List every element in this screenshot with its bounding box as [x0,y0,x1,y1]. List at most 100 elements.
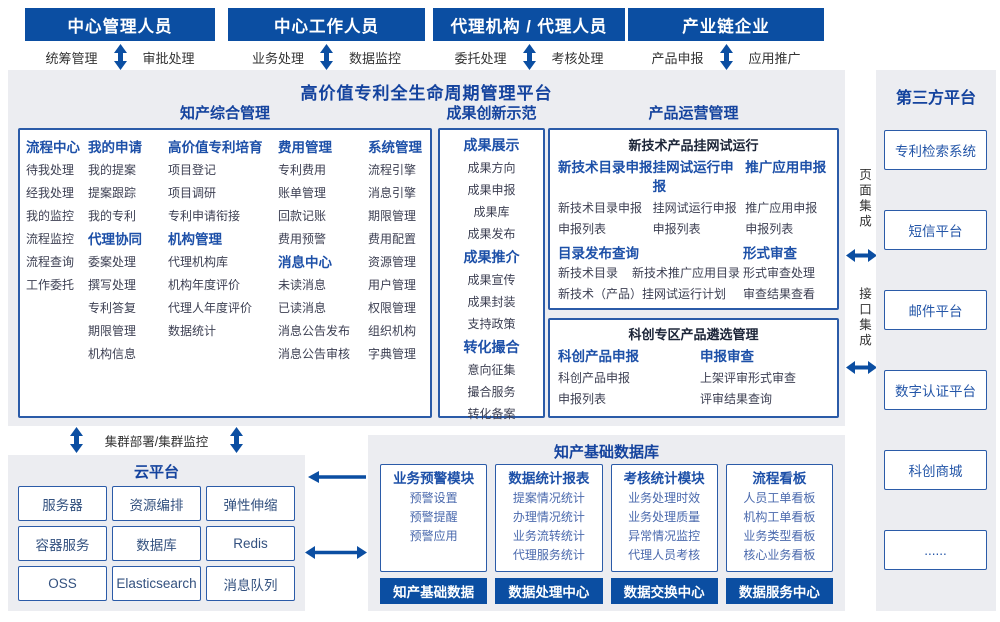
db-module-item: 预警设置 [409,491,458,505]
actor-role-label: 统筹管理 [45,50,98,66]
db-module-item: 核心业务看板 [743,548,816,562]
subsection-title: 科创专区产品遴选管理 [628,327,759,342]
db-module-item: 业务处理时效 [628,491,701,505]
menu-entry: 上架评审形式审查 [700,371,797,385]
db-module-item: 预警提醒 [409,510,458,524]
menu-entry: 成果方向 [467,161,516,175]
actor-role-label: 审批处理 [142,50,195,66]
menu-group-header: 成果推介 [463,249,520,265]
section-achievement-demo: 成果创新示范 成果展示成果方向成果申报成果库成果发布成果推介成果宣传成果封装支持… [438,102,545,421]
menu-entry: 代理人年度评价 [168,301,253,315]
section-ip-management: 知产综合管理 流程中心待我处理经我处理我的监控流程监控流程查询工作委托 我的申请… [18,102,432,418]
api-integration-label: 接口集成 [857,287,871,349]
menu-entry: 申报列表 [558,392,607,406]
menu-entry: 新技术（产品）挂网试运行计划 [558,287,727,301]
section-product-operation: 产品运营管理 新技术产品挂网试运行 新技术目录申报 新技术目录申报申报列表 挂网… [548,102,839,418]
vertical-double-arrow-icon [113,44,127,70]
cluster-label: 集群部署/集群监控 [104,434,209,449]
menu-entry: 流程查询 [26,255,75,269]
menu-entry: 数据统计 [168,324,217,338]
menu-entry: 成果发布 [467,227,516,241]
menu-group: 推广应用申报 推广应用申报申报列表 [745,158,829,240]
menu-group-header: 挂网试运行申报 [652,160,734,194]
db-module-item: 预警应用 [409,529,458,543]
db-module-item: 业务流转统计 [512,529,585,543]
menu-entry: 期限管理 [368,209,417,223]
menu-entry: 账单管理 [278,186,327,200]
vertical-double-arrow-icon [320,44,333,70]
menu-group-header: 费用管理 [278,140,332,155]
menu-entry: 新技术推广应用目录 [632,266,741,280]
data-center-box: 数据处理中心 [495,578,603,604]
db-module: 流程看板 人员工单看板机构工单看板业务类型看板核心业务看板 [725,464,833,572]
horizontal-double-arrow-icon [305,546,367,559]
menu-entry: 组织机构 [368,324,417,338]
menu-column: 系统管理流程引擎消息引擎期限管理费用配置资源管理用户管理权限管理组织机构字典管理 [368,136,426,416]
menu-group-header: 科创产品申报 [558,349,639,364]
cloud-service-box: 资源编排 [112,486,201,521]
vertical-double-arrow-icon [69,427,83,453]
menu-entry: 形式审查处理 [743,266,816,280]
cloud-service-box: 服务器 [18,486,107,521]
platform-title: 高价值专利全生命周期管理平台 [300,84,553,103]
menu-group-header: 形式审查 [743,246,797,261]
menu-group-header: 流程中心 [26,140,80,155]
menu-column: 我的申请我的提案提案跟踪我的专利代理协同委案处理撰写处理专利答复期限管理机构信息 [88,136,168,416]
menu-entry: 期限管理 [88,324,137,338]
actor-group: 中心管理人员 统筹管理 审批处理 [25,8,215,71]
menu-entry: 支持政策 [467,317,516,331]
actor-group: 代理机构 / 代理人员 委托处理 考核处理 [433,8,625,71]
platform-panel: 高价值专利全生命周期管理平台 知产综合管理 流程中心待我处理经我处理我的监控流程… [8,70,845,426]
actor-role-label: 委托处理 [454,50,507,66]
menu-entry: 挂网试运行申报 [652,201,737,215]
actor-group: 中心工作人员 业务处理 数据监控 [228,8,425,71]
subsection-online-trial: 新技术产品挂网试运行 新技术目录申报 新技术目录申报申报列表 挂网试运行申报 挂… [548,128,839,310]
menu-entry: 申报列表 [652,222,701,236]
menu-entry: 成果库 [473,205,510,219]
third-party-box: ...... [884,530,987,570]
menu-group: 目录发布查询 新技术目录 新技术推广应用目录 新技术（产品）挂网试运行计划 [558,244,740,305]
actor-bar: 代理机构 / 代理人员 [433,8,625,41]
actor-bar: 中心工作人员 [228,8,425,41]
page-integration-label: 页面集成 [857,168,871,230]
actor-role-label: 考核处理 [551,50,604,66]
menu-entry: 机构信息 [88,347,137,361]
db-module-item: 代理服务统计 [512,548,585,562]
menu-entry: 我的专利 [88,209,137,223]
menu-column: 费用管理专利费用账单管理回款记账费用预警消息中心未读消息已读消息消息公告发布消息… [278,136,368,416]
cloud-service-box: 弹性伸缩 [206,486,295,521]
menu-entry: 新技术目录 [558,266,619,280]
menu-entry: 已读消息 [278,301,327,315]
cluster-link-row: 集群部署/集群监控 [8,426,305,454]
menu-entry: 推广应用申报 [745,201,818,215]
menu-group-header: 推广应用申报 [745,160,827,175]
menu-entry: 意向征集 [467,363,516,377]
subsection-sci-tech-selection: 科创专区产品遴选管理 科创产品申报 科创产品申报申报列表 申报审查 上架评审形式… [548,318,839,418]
menu-column: 高价值专利培育项目登记项目调研专利申请衔接机构管理代理机构库机构年度评价代理人年… [168,136,278,416]
menu-column: 流程中心待我处理经我处理我的监控流程监控流程查询工作委托 [26,136,88,416]
menu-entry: 消息公告审核 [278,347,351,361]
menu-entry: 我的监控 [26,209,75,223]
cloud-platform-title: 云平台 [133,464,179,481]
data-center-box: 数据交换中心 [610,578,718,604]
ip-base-database-title: 知产基础数据库 [553,444,659,461]
cloud-service-box: 容器服务 [18,526,107,561]
db-module: 考核统计模块 业务处理时效业务处理质量异常情况监控代理人员考核 [610,464,718,572]
menu-entry: 资源管理 [368,255,417,269]
menu-group-header: 转化撮合 [463,339,520,355]
menu-entry: 字典管理 [368,347,417,361]
menu-group-header: 申报审查 [700,349,754,364]
menu-entry: 审查结果查看 [743,287,816,301]
section-box: 成果展示成果方向成果申报成果库成果发布成果推介成果宣传成果封装支持政策转化撮合意… [438,128,545,421]
db-module-header: 数据统计报表 [508,471,590,486]
section-box: 流程中心待我处理经我处理我的监控流程监控流程查询工作委托 我的申请我的提案提案跟… [18,128,432,418]
menu-entry: 新技术目录申报 [558,201,643,215]
menu-group-header: 目录发布查询 [558,246,639,261]
third-party-box: 专利检索系统 [884,130,987,170]
cloud-service-box: Redis [206,526,295,561]
menu-group-header: 代理协同 [88,232,142,247]
ip-base-database-panel: 知产基础数据库 业务预警模块 预警设置预警提醒预警应用 数据统计报表 提案情况统… [368,435,845,611]
menu-entry: 消息引擎 [368,186,417,200]
horizontal-double-arrow-icon [846,361,877,374]
